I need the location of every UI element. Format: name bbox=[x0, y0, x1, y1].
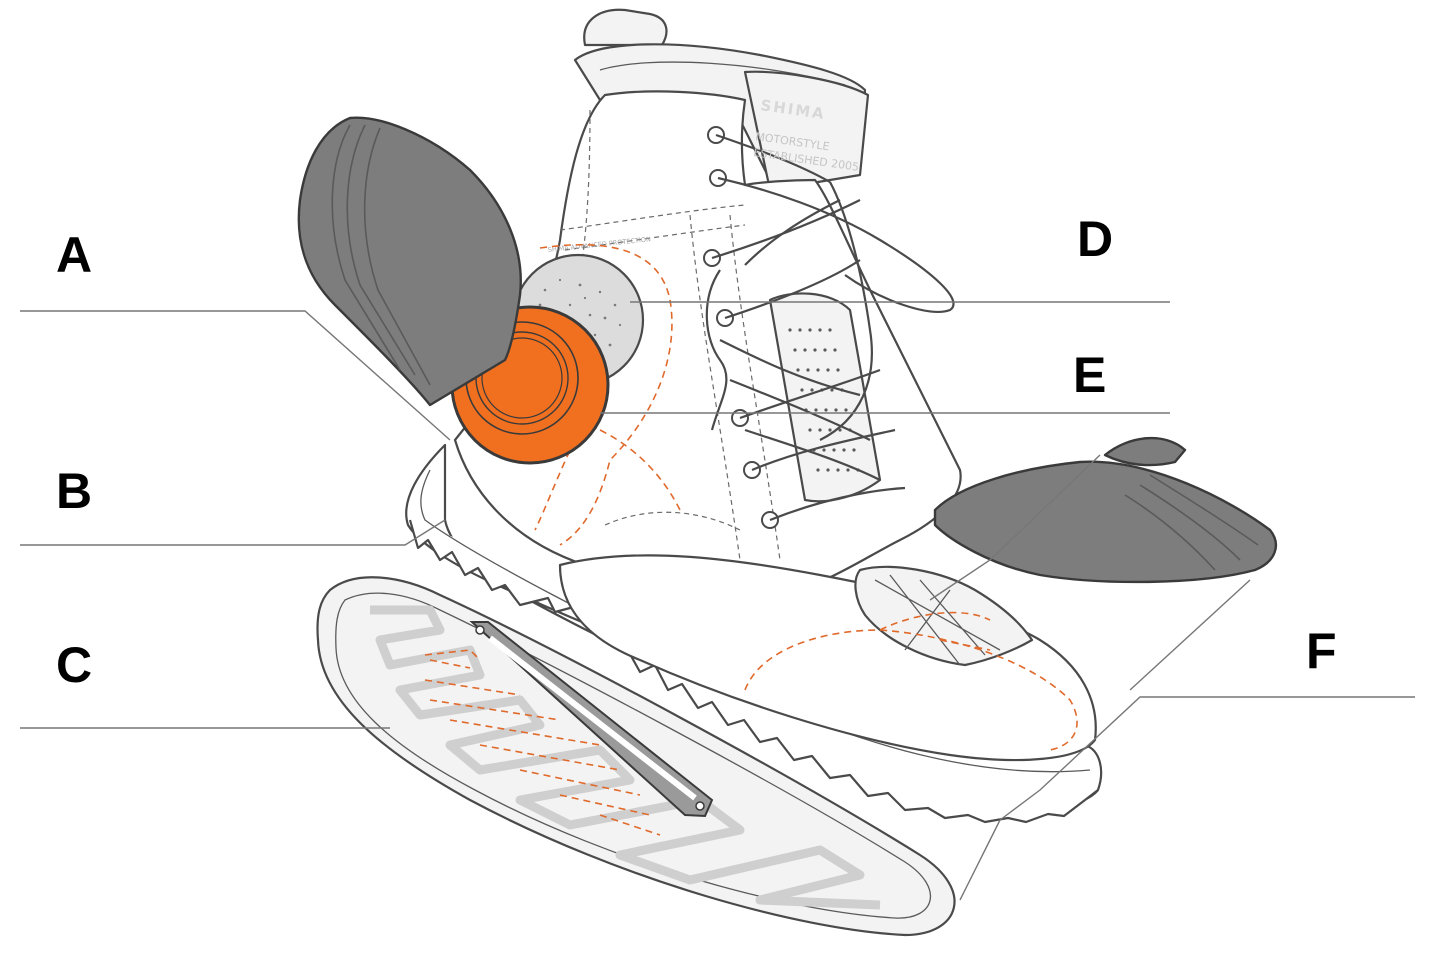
toe-slider bbox=[933, 437, 1277, 584]
leader-lines bbox=[20, 301, 1415, 901]
label-b: B bbox=[56, 463, 92, 519]
perforations bbox=[788, 328, 860, 472]
label-a: A bbox=[56, 227, 92, 283]
label-d: D bbox=[1077, 211, 1113, 267]
boot-upper: SHIMA MOTORSTYLE ESTABLISHED 2005 SHIMA … bbox=[453, 8, 1097, 762]
laces bbox=[705, 133, 955, 522]
heel-counter bbox=[297, 116, 522, 407]
label-c: C bbox=[56, 637, 92, 693]
insole bbox=[316, 576, 956, 937]
label-f: F bbox=[1306, 623, 1337, 679]
label-e: E bbox=[1073, 347, 1106, 403]
leader-line-f bbox=[999, 696, 1415, 821]
leader-line-a bbox=[20, 310, 451, 441]
leader-line-b bbox=[20, 519, 446, 546]
